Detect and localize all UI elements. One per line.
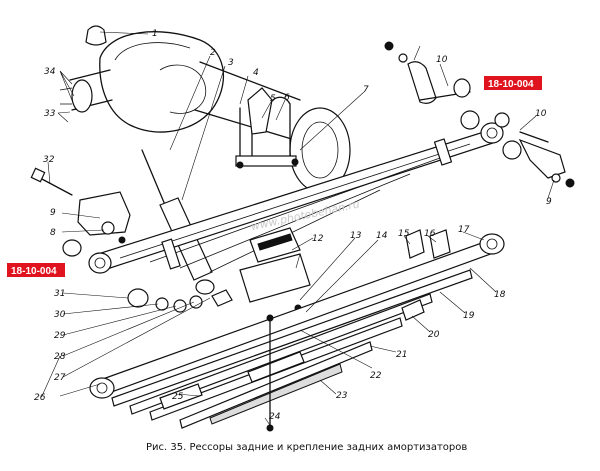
- bushing-stack: [62, 239, 233, 313]
- part-badge-left: 18-10-004: [7, 263, 65, 277]
- callout-5: 5: [270, 94, 276, 104]
- callout-27: 27: [54, 373, 66, 383]
- callout-23: 23: [336, 391, 348, 401]
- callout-numbers: 1 2 3 4 5 6 7 8 9 9 10 10 12 13 14 15 16…: [34, 29, 552, 422]
- callout-24: 24: [269, 412, 281, 422]
- badge-left-text: 18-10-004: [11, 266, 57, 277]
- figure-caption: Рис. 35. Рессоры задние и крепление задн…: [146, 442, 467, 453]
- callout-3: 3: [228, 58, 234, 68]
- callout-31: 31: [54, 289, 65, 299]
- callout-6: 6: [284, 93, 290, 103]
- shock-bracket: [77, 191, 131, 244]
- callout-22: 22: [370, 371, 382, 381]
- callout-29: 29: [54, 331, 66, 341]
- callout-19: 19: [463, 311, 475, 321]
- callout-16: 16: [424, 229, 436, 239]
- callout-12: 12: [312, 234, 324, 244]
- spring-pad: [239, 227, 311, 312]
- callout-21: 21: [396, 350, 407, 360]
- callout-34: 34: [44, 67, 56, 77]
- callout-2: 2: [210, 48, 216, 58]
- callout-14: 14: [376, 231, 388, 241]
- callout-28: 28: [54, 352, 66, 362]
- callout-10-top: 10: [436, 55, 448, 65]
- callout-9-right: 9: [546, 197, 552, 207]
- callout-26: 26: [34, 393, 46, 403]
- part-badge-right: 18-10-004: [484, 76, 542, 90]
- callout-15: 15: [398, 229, 410, 239]
- callout-20: 20: [428, 330, 440, 340]
- callout-4: 4: [253, 68, 259, 78]
- badge-right-text: 18-10-004: [488, 79, 534, 90]
- callout-7: 7: [363, 85, 369, 95]
- upper-leaf-spring: [88, 122, 504, 274]
- leader-lines: [41, 31, 555, 429]
- callout-32: 32: [43, 155, 55, 165]
- bolt-32: [30, 167, 73, 196]
- lower-leaf-spring: [89, 229, 505, 432]
- callout-25: 25: [172, 392, 184, 402]
- u-bolts: [235, 87, 299, 169]
- rear-shackle: [384, 41, 575, 188]
- callout-13: 13: [350, 231, 362, 241]
- callout-33: 33: [44, 109, 56, 119]
- callout-18: 18: [494, 290, 506, 300]
- callout-17: 17: [458, 225, 470, 235]
- callout-30: 30: [54, 310, 66, 320]
- callout-1: 1: [152, 29, 158, 39]
- callout-9-left: 9: [50, 208, 56, 218]
- axle-housing: [59, 25, 351, 193]
- callout-10-right: 10: [535, 109, 547, 119]
- callout-8: 8: [50, 228, 56, 238]
